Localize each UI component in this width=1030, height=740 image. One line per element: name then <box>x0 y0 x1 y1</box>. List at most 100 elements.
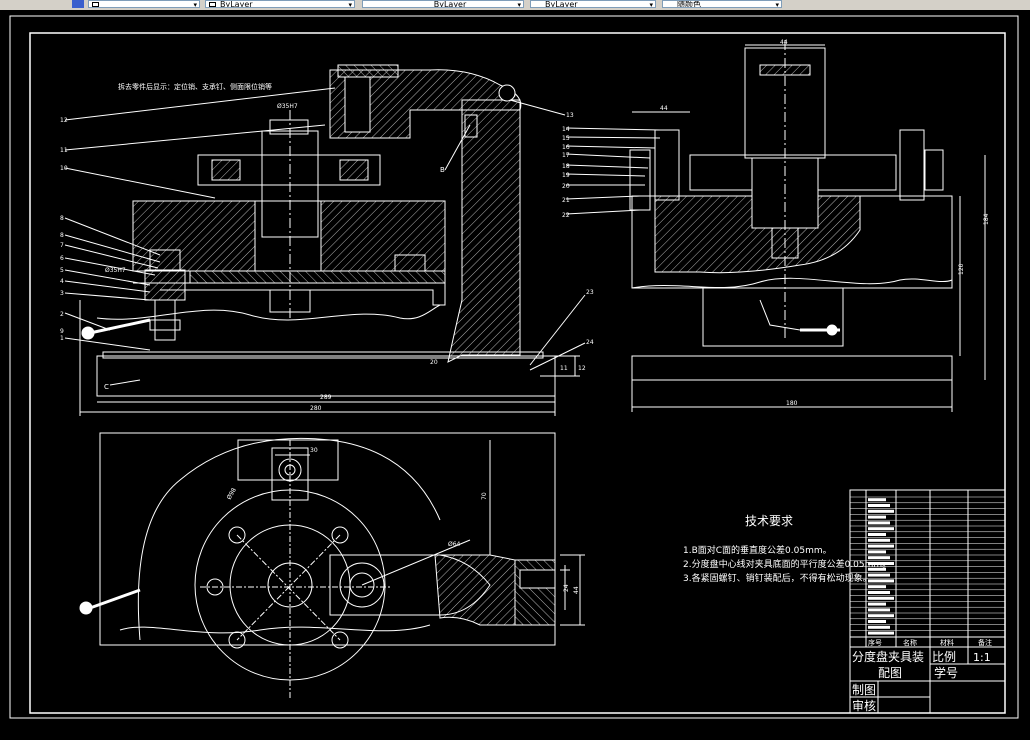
side-base <box>631 355 953 381</box>
linetype-value: ByLayer <box>433 0 467 8</box>
linetype-dropdown[interactable]: ByLayer ▾ <box>362 0 524 8</box>
balloon-20: 20 <box>562 183 570 190</box>
chevron-down-icon: ▾ <box>517 1 521 8</box>
bom-header-material: 材料 <box>940 638 954 647</box>
balloon-17: 17 <box>562 152 570 159</box>
title-block <box>849 489 1006 714</box>
balloon-13: 13 <box>566 112 574 119</box>
lineweight-dropdown[interactable]: ByLayer ▾ <box>530 0 656 8</box>
bom-row-text-mark <box>868 631 894 635</box>
dim-bore-pin: Ø35H7 <box>105 267 126 274</box>
balloon-23: 23 <box>586 289 594 296</box>
dim-11: 11 <box>560 365 568 372</box>
bom-header-no: 序号 <box>868 638 882 647</box>
student-number-label: 学号 <box>934 665 958 680</box>
dim-289: 289 <box>320 394 332 401</box>
base-plate <box>96 355 556 397</box>
bom-row-text-mark <box>868 521 890 525</box>
dim-30: 30 <box>310 447 318 454</box>
balloon-1: 1 <box>60 335 64 342</box>
color-dropdown[interactable]: ByLayer ▾ <box>205 0 355 8</box>
tech-requirements: 技术要求 1.B面对C面的垂直度公差0.05mm。 2.分度盘中心线对夹具底面的… <box>683 514 891 584</box>
dim-44-top: 44 <box>780 39 788 46</box>
label-b: B <box>440 166 445 174</box>
dim-180: 180 <box>786 400 798 407</box>
side-view-labels: 44 44 180 120 184 14 15 16 17 18 19 20 2… <box>562 39 990 407</box>
balloon-8b: 8 <box>60 232 64 239</box>
dim-184: 184 <box>983 213 990 225</box>
bom-row-text-mark <box>868 556 890 560</box>
balloon-21: 21 <box>562 197 570 204</box>
label-c: C <box>104 383 109 391</box>
bom-row-text-mark <box>868 498 886 502</box>
bottom-nut <box>269 289 311 313</box>
bom-header-remark: 备注 <box>978 638 992 647</box>
drawing-name-line1: 分度盘夹具装 <box>852 649 924 664</box>
column <box>447 109 521 363</box>
balloon-3: 3 <box>60 290 64 297</box>
bom-row-text-mark <box>868 544 894 548</box>
bom-row-text-mark <box>868 533 886 536</box>
balloon-6: 6 <box>60 255 64 262</box>
chevron-down-icon: ▾ <box>649 1 653 8</box>
layer-color-swatch-icon <box>92 2 99 7</box>
balloon-18: 18 <box>562 163 570 170</box>
inner-frame <box>29 32 1006 714</box>
balloon-24: 24 <box>586 339 594 346</box>
bom-row-text-mark <box>868 579 894 583</box>
drawing-canvas[interactable]: 拆去零件后显示：定位销、支承钉、侧面限位销等 Ø35H7 289 280 B C… <box>0 10 1030 736</box>
bom-row-text-mark <box>868 515 886 519</box>
layer-dropdown[interactable]: ▾ <box>88 0 200 8</box>
bom-row-text-mark <box>868 538 890 542</box>
plotstyle-dropdown[interactable]: 随颜色▾ <box>662 0 782 8</box>
balloon-4: 4 <box>60 278 64 285</box>
bom-row-text-mark <box>868 504 890 507</box>
dim-70: 70 <box>481 492 488 500</box>
title-block-texts: 序号 名称 材料 备注 分度盘夹具装 配图 比例 1:1 学号 制图 审核 <box>852 638 992 713</box>
balloon-5: 5 <box>60 267 64 274</box>
side-lower-block <box>702 287 844 347</box>
bom-row-text-mark <box>868 620 886 623</box>
layer-manager-icon[interactable] <box>72 0 84 8</box>
balloon-9: 9 <box>60 328 64 335</box>
top-view-frame <box>99 432 556 646</box>
top-view <box>79 432 585 700</box>
bom-row-text-mark <box>868 573 890 577</box>
front-view-labels: 拆去零件后显示：定位销、支承钉、侧面限位销等 Ø35H7 289 280 B C… <box>60 82 594 412</box>
balloon-16: 16 <box>562 144 570 151</box>
bom-row-text-mark <box>868 562 894 565</box>
balloon-22: 22 <box>562 212 570 219</box>
tech-req-item-3: 3.各紧固螺钉、销钉装配后，不得有松动现象。 <box>683 572 872 584</box>
drawn-by-label: 制图 <box>852 683 876 697</box>
bom-header-name: 名称 <box>903 638 917 647</box>
dim-d98: Ø98 <box>226 487 238 501</box>
bom-row-text-mark <box>868 596 894 600</box>
dim-20: 20 <box>430 359 438 366</box>
dim-44-side: 44 <box>660 105 668 112</box>
front-view <box>64 64 586 416</box>
bom-row-text-mark <box>868 614 894 618</box>
balloon-19: 19 <box>562 172 570 179</box>
index-plate <box>197 154 381 186</box>
tech-req-title: 技术要求 <box>745 514 793 528</box>
chevron-down-icon: ▾ <box>348 1 352 8</box>
side-view <box>565 40 986 412</box>
plotstyle-value: 随颜色 <box>677 0 701 8</box>
bom-row-text-mark <box>868 591 890 594</box>
balloon-8a: 8 <box>60 215 64 222</box>
dim-44-right: 44 <box>573 586 580 594</box>
color-value: ByLayer <box>220 0 253 8</box>
cad-drawing: 拆去零件后显示：定位销、支承钉、侧面限位销等 Ø35H7 289 280 B C… <box>9 15 1019 719</box>
bom-rows <box>850 496 1005 635</box>
color-swatch-icon <box>209 2 216 7</box>
bom-row-text-mark <box>868 567 886 571</box>
drawing-name-line2: 配图 <box>878 666 902 680</box>
lineweight-value: ByLayer <box>545 0 578 8</box>
bom-row-text-mark <box>868 625 890 629</box>
dim-bore: Ø35H7 <box>277 103 298 110</box>
scale-value: 1:1 <box>973 651 991 664</box>
balloon-14: 14 <box>562 126 570 133</box>
bom-row-text-mark <box>868 509 894 513</box>
tech-req-item-2: 2.分度盘中心线对夹具底面的平行度公差0.05mm。 <box>683 558 891 570</box>
bom-row-text-mark <box>868 608 890 612</box>
